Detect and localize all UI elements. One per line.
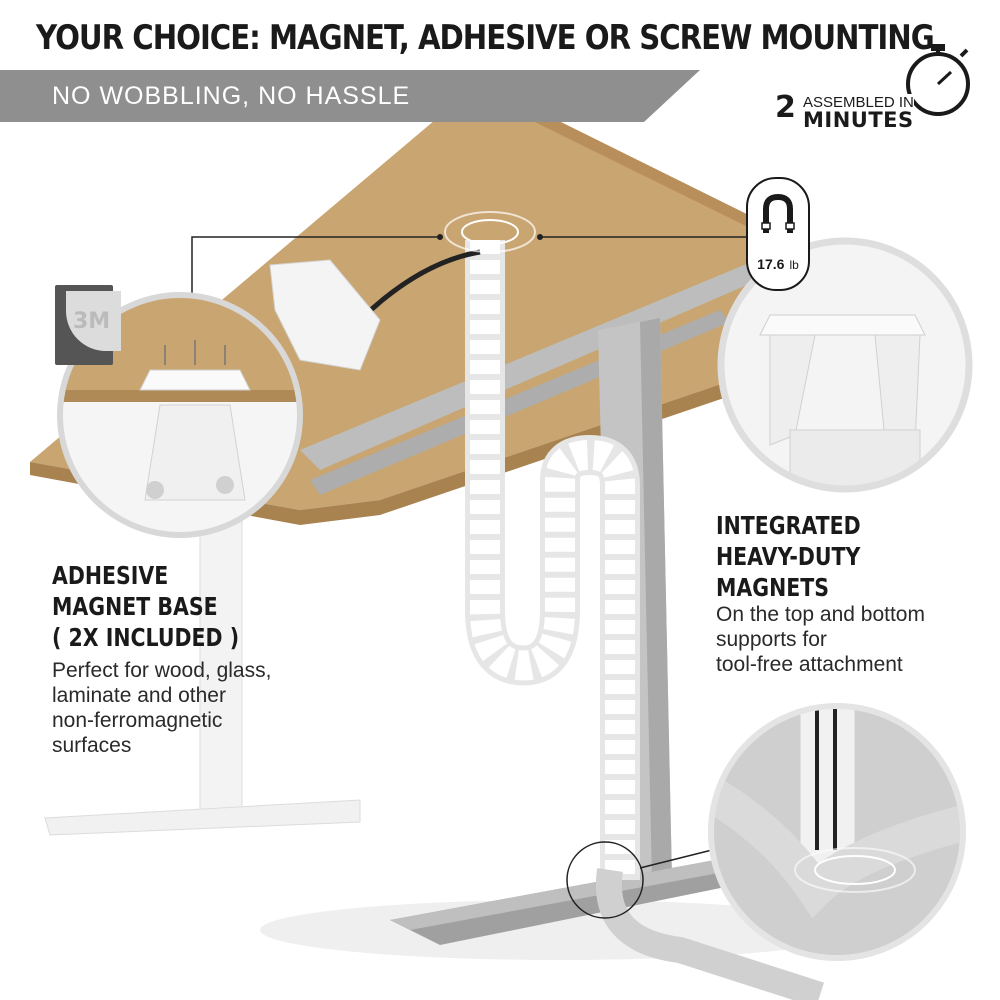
assembly-time-number: 2 [775, 90, 796, 125]
desk-foot-right-top [390, 860, 735, 930]
assembly-time-line1: ASSEMBLED IN [803, 94, 914, 111]
banner-text: NO WOBBLING, NO HASSLE [52, 82, 411, 110]
braided-cable [595, 868, 824, 1000]
left-body-line-1: Perfect for wood, glass, [52, 659, 272, 682]
desk-top-edge [30, 330, 880, 525]
left-body-line-4: surfaces [52, 734, 132, 757]
assembly-time-badge: 2 ASSEMBLED IN MINUTES [775, 40, 985, 140]
left-heading-line-1: ADHESIVE [52, 561, 169, 590]
left-feature-heading: ADHESIVE MAGNET BASE ( 2X INCLUDED ) [52, 560, 280, 653]
horseshoe-magnet-icon [761, 193, 795, 233]
magnet-weight-label: 17.6 lb [748, 254, 808, 273]
assembly-time-line2: MINUTES [803, 108, 914, 132]
right-feature-body: On the top and bottom supports for tool-… [716, 602, 925, 677]
black-cable [358, 249, 481, 322]
right-heading-line-1: INTEGRATED [716, 511, 861, 540]
magnet-strength-badge: 17.6 lb [746, 177, 810, 291]
left-heading-line-3: ( 2X INCLUDED ) [52, 623, 240, 652]
leader-line-left [191, 236, 440, 300]
right-heading-line-2: HEAVY-DUTY [716, 542, 861, 571]
magnet-weight-unit: lb [789, 258, 799, 272]
right-heading-line-3: MAGNETS [716, 573, 830, 602]
left-body-line-2: laminate and other [52, 684, 226, 707]
detail-circle-adhesive [57, 292, 303, 538]
left-heading-line-2: MAGNET BASE [52, 592, 218, 621]
right-body-line-2: supports for [716, 628, 827, 651]
mount-bracket [269, 259, 381, 371]
right-feature-heading: INTEGRATED HEAVY-DUTY MAGNETS [716, 510, 892, 603]
detail-circle-magnets [717, 237, 973, 493]
stopwatch-icon [906, 44, 970, 116]
desk-foot-left [44, 799, 361, 836]
left-body-line-3: non-ferromagnetic [52, 709, 223, 732]
left-feature-body: Perfect for wood, glass, laminate and ot… [52, 658, 271, 758]
page-title: YOUR CHOICE: MAGNET, ADHESIVE OR SCREW M… [36, 18, 935, 58]
right-body-line-3: tool-free attachment [716, 653, 903, 676]
right-body-line-1: On the top and bottom [716, 603, 925, 626]
floor-shadow [260, 900, 860, 960]
bottom-joint-highlight [566, 841, 644, 919]
desk-leg-left [199, 519, 243, 811]
adhesive-label: 3M [73, 309, 111, 334]
detail-circle-bottom [708, 703, 966, 961]
frame-crossbar [300, 250, 800, 470]
banner-bar [0, 70, 700, 122]
magnet-weight-value: 17.6 [757, 256, 785, 272]
desk-leg-right-shade [640, 318, 672, 884]
adhesive-pad-3m: 3M [55, 285, 121, 365]
